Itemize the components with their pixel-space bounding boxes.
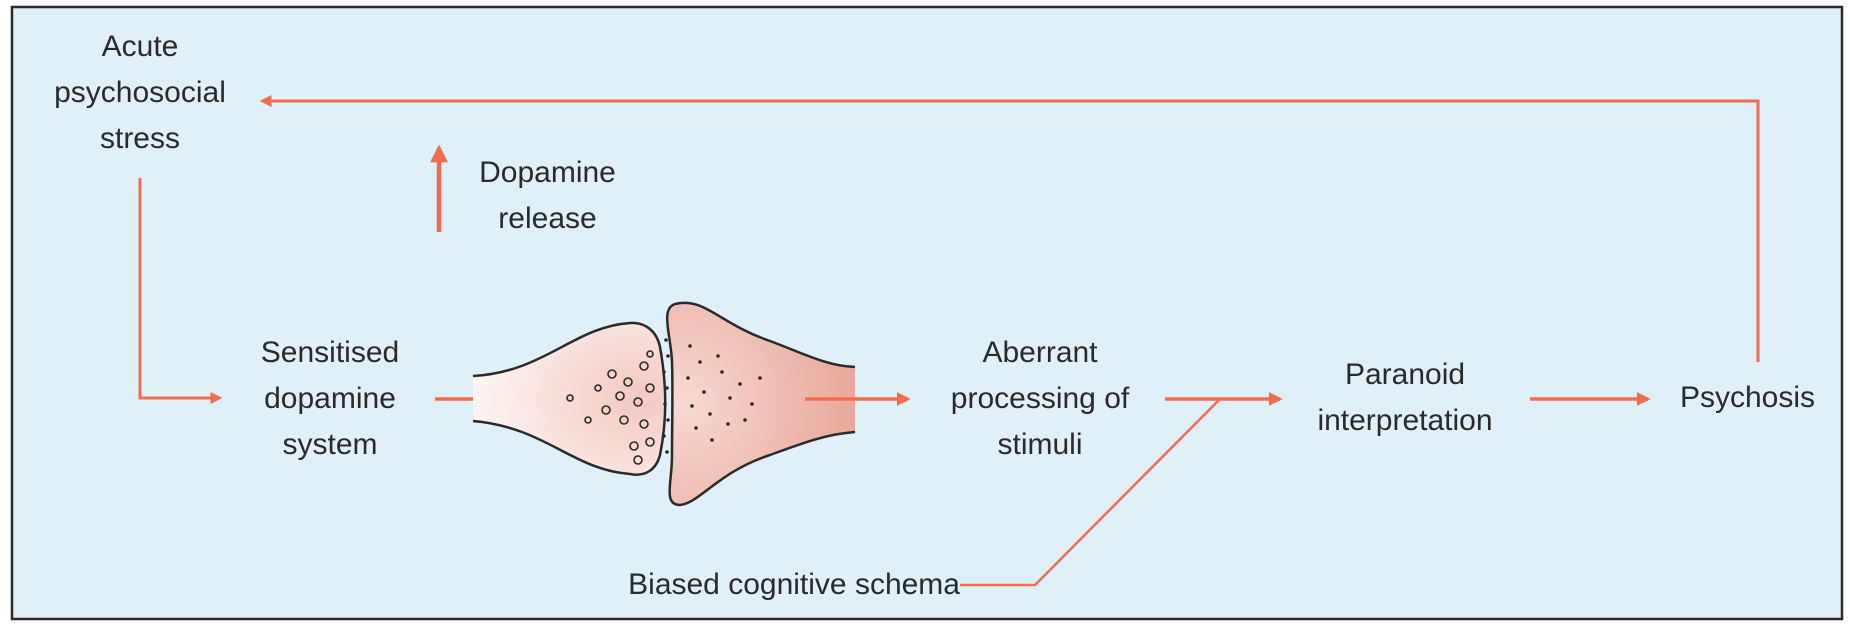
node-paranoid-interpretation: Paranoid interpretation [1285, 352, 1525, 444]
node-aberrant-processing: Aberrant processing of stimuli [920, 330, 1160, 468]
node-psychosis: Psychosis [1660, 375, 1835, 421]
node-biased-cognitive-schema: Biased cognitive schema [560, 562, 960, 608]
node-dopamine-release: Dopamine release [455, 150, 640, 242]
node-sensitised-dopamine-system: Sensitised dopamine system [225, 330, 435, 468]
node-acute-psychosocial-stress: Acute psychosocial stress [30, 24, 250, 162]
panel-background [12, 7, 1842, 619]
